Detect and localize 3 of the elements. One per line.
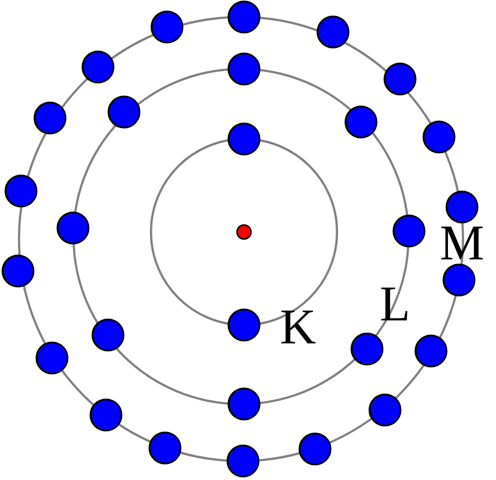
- shell-label: L: [381, 288, 408, 320]
- shell-label: K: [281, 310, 316, 344]
- shell-label: M: [441, 226, 483, 260]
